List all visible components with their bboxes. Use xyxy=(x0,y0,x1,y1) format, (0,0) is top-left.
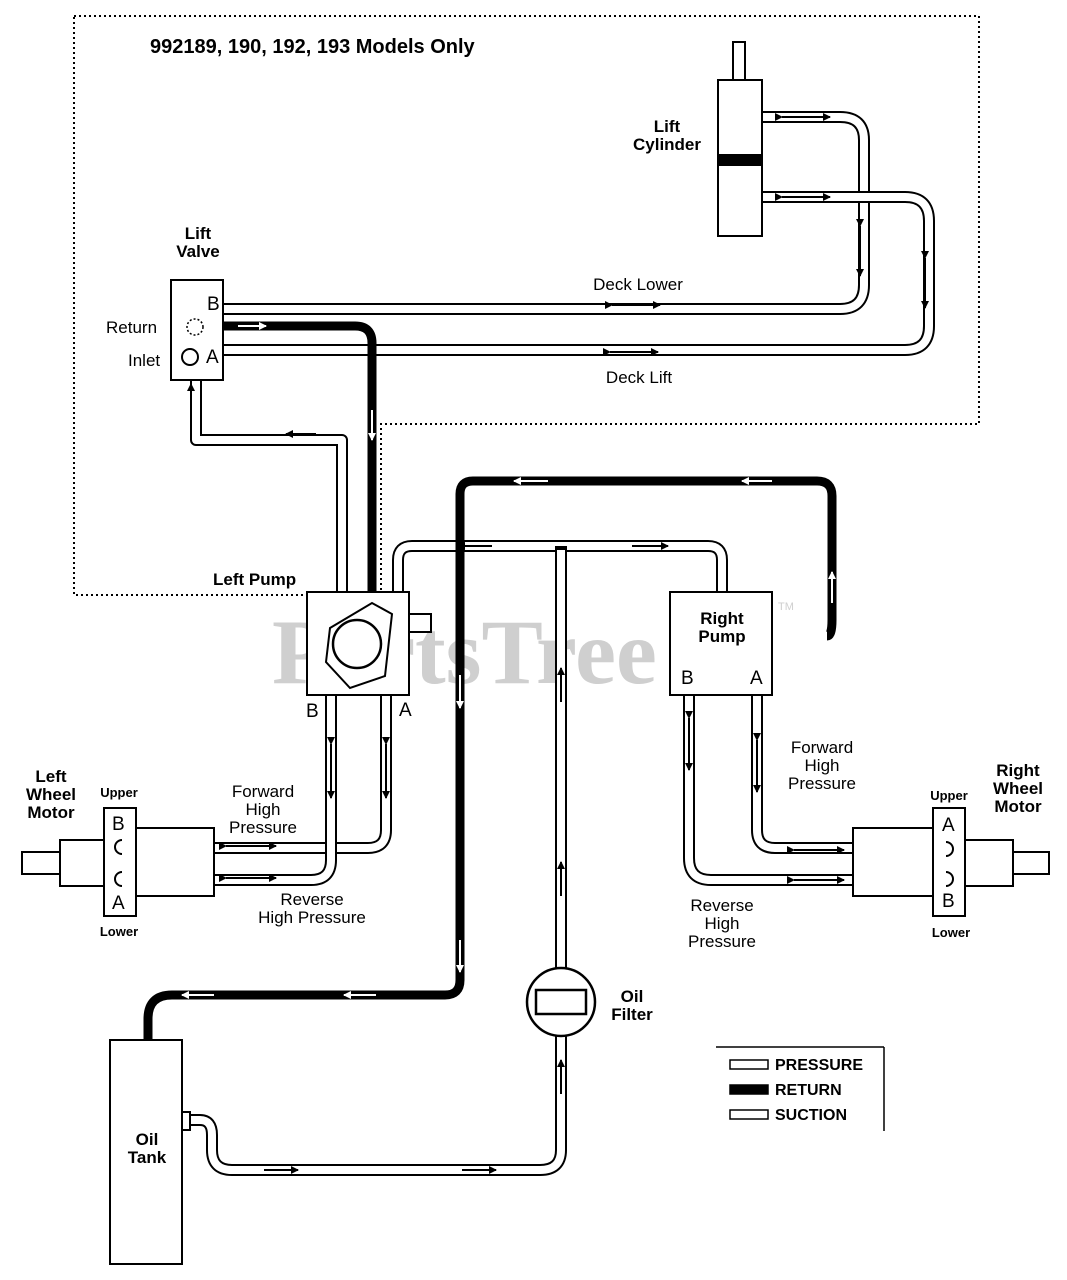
right-wheel-motor xyxy=(852,807,1050,917)
return-valve-to-pump xyxy=(224,321,377,592)
watermark-tm: TM xyxy=(778,601,794,613)
legend-swatch-suction xyxy=(729,1109,769,1120)
left-pump-port-b: B xyxy=(306,701,319,722)
left-motor-upper-label: Upper xyxy=(100,785,138,800)
deck-lower-label: Deck Lower xyxy=(593,275,683,294)
inlet-label: Inlet xyxy=(128,351,160,370)
lift-cylinder xyxy=(717,41,763,237)
pipe-right-reverse xyxy=(683,696,946,886)
oil-tank-label-2: Tank xyxy=(128,1148,167,1167)
pump-coupling xyxy=(408,613,432,633)
right-motor-lower-label: Lower xyxy=(932,925,970,940)
left-motor-port-a: A xyxy=(112,893,125,914)
oil-filter-label-2: Filter xyxy=(611,1005,653,1024)
right-motor-port-b: B xyxy=(942,891,955,912)
lift-cylinder-label-1: Lift xyxy=(654,117,681,136)
models-note: 992189, 190, 192, 193 Models Only xyxy=(150,36,476,58)
right-pump-label-1: Right xyxy=(700,609,744,628)
deck-lift-label: Deck Lift xyxy=(606,368,672,387)
right-forward-label-3: Pressure xyxy=(788,774,856,793)
left-wheel-motor xyxy=(21,807,215,917)
right-motor-label-1: Right xyxy=(996,761,1040,780)
motor-port-upper xyxy=(945,841,954,857)
right-pump-label-2: Pump xyxy=(698,627,745,646)
return-label: Return xyxy=(106,318,157,337)
left-forward-label-3: Pressure xyxy=(229,818,297,837)
legend: PRESSURE RETURN SUCTION xyxy=(716,1046,885,1131)
left-reverse-label-1: Reverse xyxy=(280,890,343,909)
lift-valve-port-b: B xyxy=(207,294,220,315)
pipe-left-reverse xyxy=(124,696,337,886)
lift-valve-port-a: A xyxy=(206,347,219,368)
left-forward-label-1: Forward xyxy=(232,782,294,801)
left-forward-label-2: High xyxy=(246,800,281,819)
motor-port-upper xyxy=(114,839,123,855)
right-motor-label-2: Wheel xyxy=(993,779,1043,798)
legend-swatch-return xyxy=(729,1084,769,1095)
right-pump xyxy=(669,591,773,696)
pipe-deck-lower xyxy=(224,111,870,315)
lift-cylinder-label-2: Cylinder xyxy=(633,135,701,154)
return-to-tank xyxy=(143,476,837,1040)
oil-filter-label-1: Oil xyxy=(621,987,644,1006)
right-reverse-label-3: Pressure xyxy=(688,932,756,951)
pipe-left-forward xyxy=(124,696,392,854)
lift-valve-label-1: Lift xyxy=(185,224,212,243)
oil-tank xyxy=(109,1039,191,1265)
inlet-port xyxy=(181,348,199,366)
right-reverse-label-2: High xyxy=(705,914,740,933)
oil-tank-label-1: Oil xyxy=(136,1130,159,1149)
motor-port-lower xyxy=(114,871,123,887)
pipe-right-forward xyxy=(751,696,946,854)
legend-swatch-pressure xyxy=(729,1059,769,1070)
right-motor-port-a: A xyxy=(942,815,955,836)
pipe-pump-to-inlet xyxy=(190,368,348,596)
legend-suction-label: SUCTION xyxy=(775,1107,847,1124)
right-pump-port-b: B xyxy=(681,668,694,689)
left-pump-port-a: A xyxy=(399,700,412,721)
motor-port-lower xyxy=(945,871,954,887)
tank-fitting xyxy=(181,1111,191,1131)
left-motor-port-b: B xyxy=(112,814,125,835)
oil-filter xyxy=(525,966,597,1038)
pump-shaft xyxy=(331,618,383,670)
return-port xyxy=(186,318,204,336)
legend-pressure-label: PRESSURE xyxy=(775,1057,863,1074)
right-forward-label-1: Forward xyxy=(791,738,853,757)
left-motor-label-1: Left xyxy=(35,767,67,786)
right-motor-upper-label: Upper xyxy=(930,788,968,803)
models-region-border xyxy=(73,15,980,596)
lift-valve-label-2: Valve xyxy=(176,242,220,261)
left-motor-label-3: Motor xyxy=(27,803,75,822)
pipe-deck-lift xyxy=(224,191,935,356)
right-motor-label-3: Motor xyxy=(994,797,1042,816)
lift-valve xyxy=(170,279,224,381)
left-pump xyxy=(306,591,432,696)
left-motor-lower-label: Lower xyxy=(100,924,138,939)
left-pump-label: Left Pump xyxy=(213,570,296,589)
left-reverse-label-2: High Pressure xyxy=(258,908,366,927)
left-motor-label-2: Wheel xyxy=(26,785,76,804)
legend-return-label: RETURN xyxy=(775,1082,842,1099)
right-reverse-label-1: Reverse xyxy=(690,896,753,915)
right-pump-port-a: A xyxy=(750,668,763,689)
pipe-tank-to-filter xyxy=(184,1036,567,1176)
right-forward-label-2: High xyxy=(805,756,840,775)
